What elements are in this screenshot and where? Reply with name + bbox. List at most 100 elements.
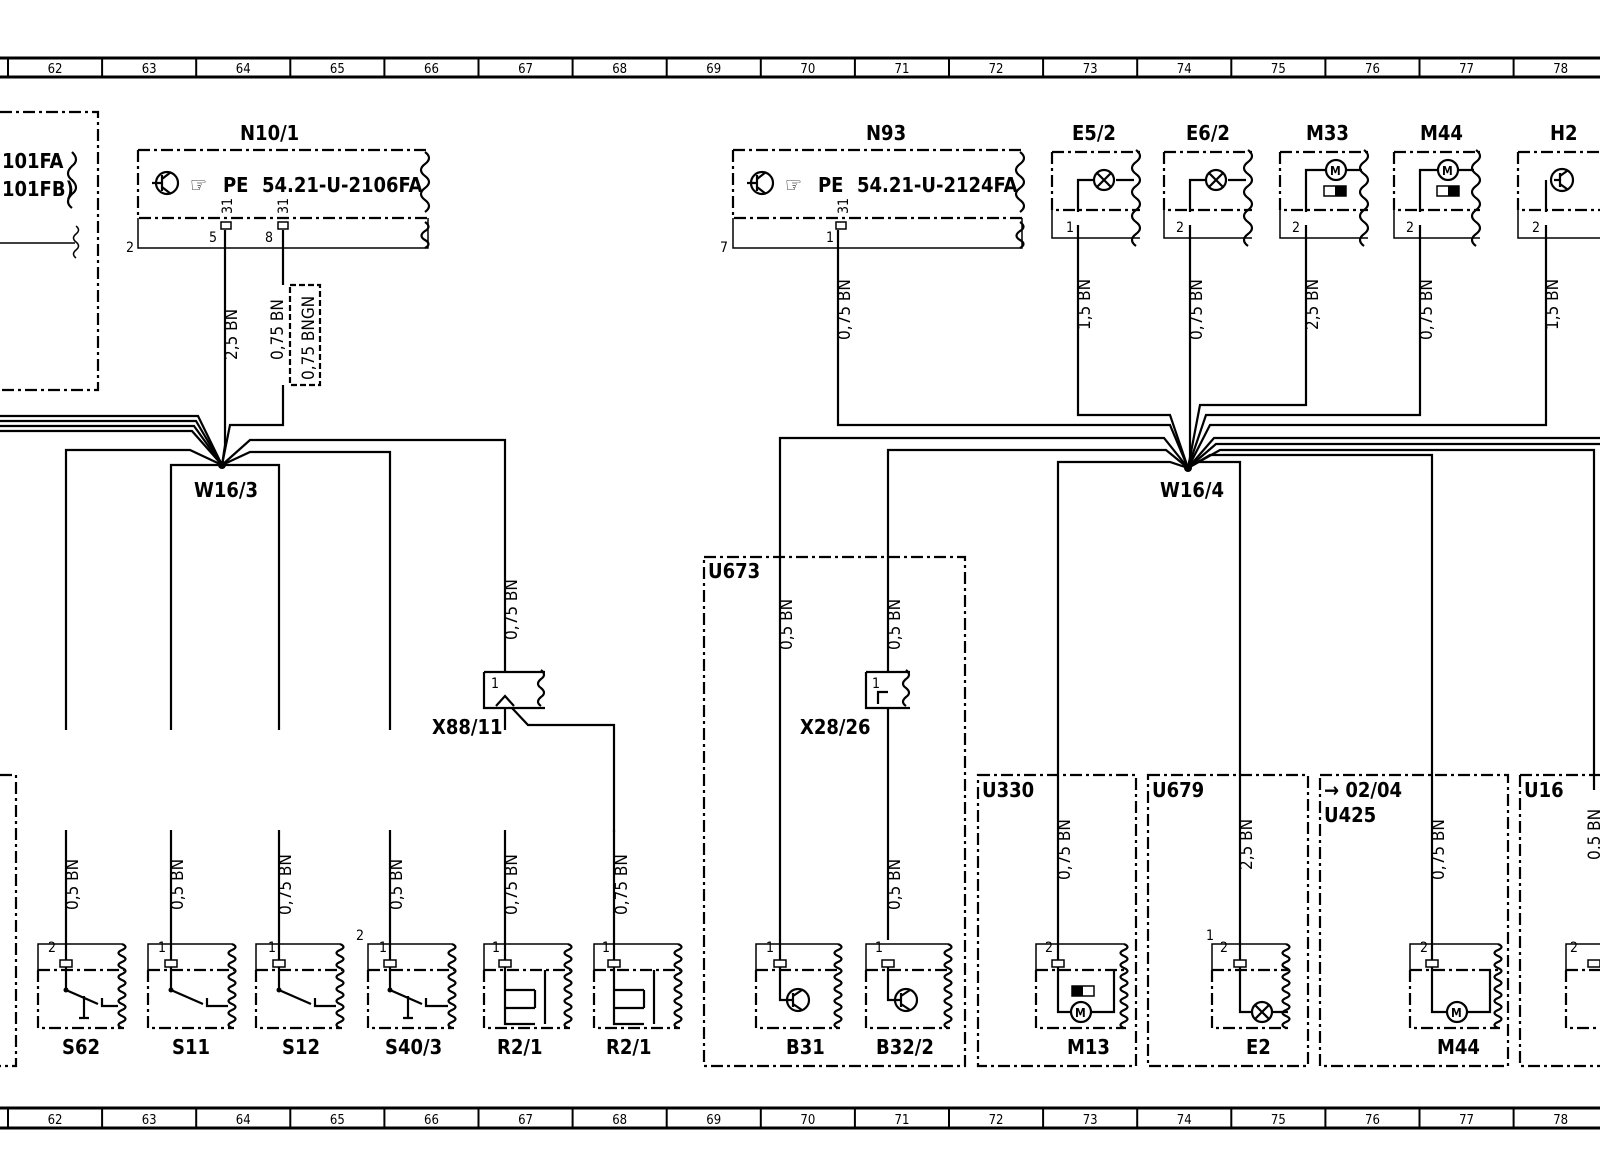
- ruler-number: 67: [518, 62, 533, 77]
- ruler-number: 71: [895, 1113, 910, 1128]
- module-n93: N93 ☞ PE 54.21-U-2124FA 1 7 31: [720, 121, 1026, 256]
- ruler-number: 76: [1365, 1113, 1380, 1128]
- svg-text:M: M: [1451, 1006, 1462, 1020]
- group-u425: → 02/04 U425: [1318, 773, 1510, 1068]
- group-u330: U330: [976, 773, 1138, 1068]
- wire-label: 0,75 BN: [1429, 819, 1449, 880]
- pin-label: 1: [379, 940, 387, 956]
- ruler-number: 77: [1459, 1113, 1474, 1128]
- pin-label: 2: [1045, 940, 1053, 956]
- pin-label: 1: [826, 230, 834, 246]
- ruler-number: 66: [424, 62, 439, 77]
- motor-icon: [1436, 158, 1460, 182]
- wire-label: 0,75 BN: [502, 579, 522, 640]
- pin-label: 1: [602, 940, 610, 956]
- wire-label: 2,5 BN: [1303, 279, 1323, 330]
- pointer-hand-icon: ☞: [190, 173, 207, 197]
- module-n10-1: N10/1 ☞ PE 54.21-U-2106FA 5 8 2 31 31: [126, 121, 431, 256]
- pin-label: 1: [872, 676, 880, 692]
- svg-text:M: M: [1442, 164, 1453, 178]
- group-left-partial: [0, 773, 18, 1068]
- ruler-number: 75: [1271, 62, 1286, 77]
- pin-label: 31: [276, 198, 292, 214]
- component-e5-2: E5/2 1: [1050, 121, 1142, 247]
- wire-label: 0,5 BN: [387, 859, 407, 910]
- harness-w16-3: W16/3: [0, 230, 507, 730]
- ruler-number: 62: [48, 62, 63, 77]
- bottom-labels: S62 S11 S12 S40/3 R2/1 R2/1 B31 B32/2 M1…: [62, 1035, 1480, 1059]
- component-e6-2: E6/2 2: [1162, 121, 1254, 247]
- component-b31: B31: [786, 1035, 825, 1059]
- junction-w16-4: W16/4: [1160, 478, 1224, 502]
- connector-x28-26: 1 X28/26: [800, 560, 911, 940]
- group-ref: → 02/04: [1324, 778, 1402, 802]
- component-b32-2: B32/2: [876, 1035, 934, 1059]
- ruler-number: 73: [1083, 1113, 1098, 1128]
- lamp-e2: [1210, 790, 1291, 1030]
- pin-label: 1: [1206, 928, 1214, 944]
- switch-s62: [36, 830, 127, 1030]
- motor-m44-bottom: M: [1408, 790, 1503, 1030]
- sensor-b31: [754, 560, 843, 1030]
- wire-label: 0,5 BN: [1585, 809, 1600, 860]
- ruler-number: 70: [800, 62, 815, 77]
- pointer-hand-icon: ☞: [785, 173, 802, 197]
- pin-label: 1: [875, 940, 883, 956]
- pin-label: 2: [1532, 220, 1540, 236]
- ruler-number: 68: [612, 1113, 627, 1128]
- component-m44-top: M44 M 2: [1392, 121, 1482, 247]
- pin-label: 8: [265, 230, 273, 246]
- pin-label: 31: [220, 198, 236, 214]
- pin-label: 2: [1292, 220, 1300, 236]
- module-n93-id: N93: [866, 121, 906, 145]
- pin-label: 1: [158, 940, 166, 956]
- partial-module-left: 101FA 101FB): [0, 110, 100, 392]
- pin-label: 2: [48, 940, 56, 956]
- module-n93-ref: 54.21-U-2124FA: [857, 173, 1018, 197]
- ruler-number: 68: [612, 62, 627, 77]
- group-u679-id: U679: [1152, 778, 1204, 802]
- ruler-number: 67: [518, 1113, 533, 1128]
- svg-text:M: M: [1330, 164, 1341, 178]
- ruler-number: 72: [989, 62, 1004, 77]
- pin-label: 1: [492, 940, 500, 956]
- electronic-control-icon: [152, 170, 180, 196]
- wire-label: 1,5 BN: [1543, 279, 1563, 330]
- motor-icon: [1324, 158, 1348, 182]
- wire-label: 0,5 BN: [885, 599, 905, 650]
- lamp-icon: [1204, 168, 1228, 192]
- ruler-number: 66: [424, 1113, 439, 1128]
- wire-label: 0,75 BN: [612, 854, 632, 915]
- component-m33: M33 M 2: [1278, 121, 1370, 247]
- component-r2-1-b: R2/1: [606, 1035, 651, 1059]
- wire-label: 0,5 BN: [885, 859, 905, 910]
- module-n93-prefix: PE: [818, 173, 843, 197]
- component-e2: E2: [1246, 1035, 1271, 1059]
- group-u673: U673: [702, 555, 967, 1068]
- lamp-icon: [1092, 168, 1116, 192]
- ruler-number: 70: [800, 1113, 815, 1128]
- wire-label: 2,5 BN: [1237, 819, 1257, 870]
- switch-s40-3: [366, 830, 457, 1030]
- component-h2: H2 2: [1516, 121, 1600, 239]
- group-u330-id: U330: [982, 778, 1034, 802]
- ruler-number: 76: [1365, 62, 1380, 77]
- heater-r2-1-a: [482, 830, 573, 1030]
- wire-label: 0,75 BN: [1055, 819, 1075, 880]
- component-e5-2-id: E5/2: [1072, 121, 1116, 145]
- component-e6-2-id: E6/2: [1186, 121, 1230, 145]
- ruler-number: 77: [1459, 62, 1474, 77]
- pin-label: 2: [356, 928, 364, 944]
- switch-s11: [146, 830, 237, 1030]
- lamp-icon: [1250, 1000, 1274, 1024]
- ruler-number: 78: [1553, 62, 1568, 77]
- ruler-number: 69: [706, 1113, 721, 1128]
- ruler-number: 63: [142, 62, 157, 77]
- ruler-number: 78: [1553, 1113, 1568, 1128]
- group-u425-id: U425: [1324, 803, 1376, 827]
- pin-label: 5: [209, 230, 217, 246]
- ruler-number: 65: [330, 1113, 345, 1128]
- wire-labels: 2,5 BN 0,75 BN 0,75 BNGN 0,75 BN 1,5 BN …: [63, 279, 1600, 915]
